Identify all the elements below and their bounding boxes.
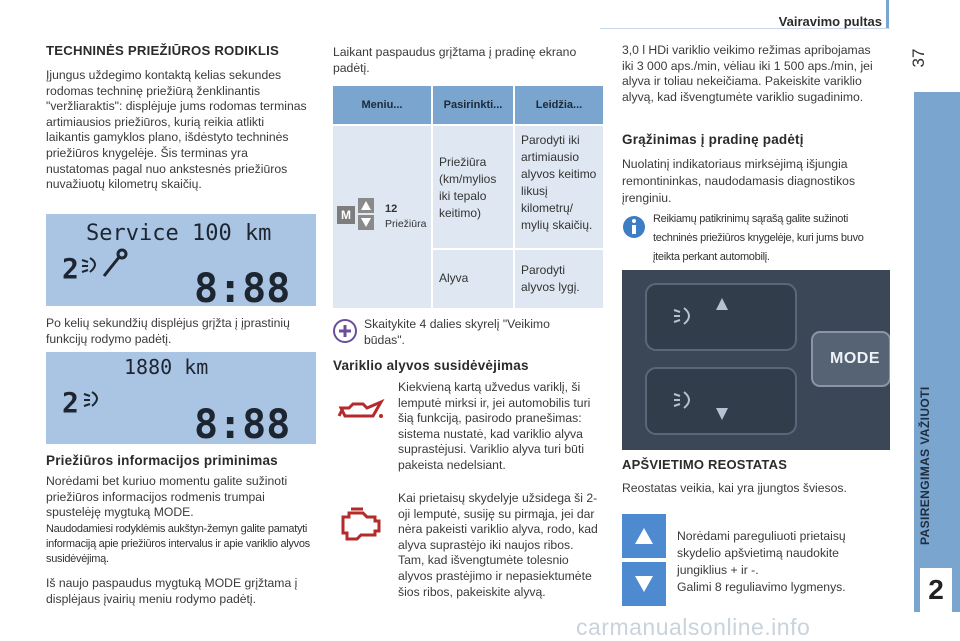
table-header: Pasirinkti... (433, 86, 513, 124)
menu-table: Meniu... Pasirinkti... Leidžia... M 12 P… (333, 86, 603, 308)
triangle-down-icon (635, 576, 653, 592)
lcd-clock: 8:88 (194, 266, 290, 306)
para-service-intro: Įjungus uždegimo kontaktą kelias sekunde… (46, 68, 307, 192)
para-rheostat-adjust: Norėdami pareguliuoti prietaisų skydelio… (677, 529, 846, 577)
table-header: Leidžia... (515, 86, 603, 124)
headlamp-icon (83, 391, 98, 407)
menu-label: Priežiūra (385, 218, 427, 230)
m-key-icon: M (337, 206, 355, 224)
header-accent-line (886, 0, 889, 28)
page-number: 37 (909, 48, 928, 68)
section-title: Vairavimo pultas (778, 14, 882, 29)
para-hdi-limit: 3,0 l HDi variklio veikimo režimas aprib… (622, 43, 873, 104)
para-mode-return: Iš naujo paspaudus mygtuką MODE grįžtama… (46, 576, 298, 606)
para-reference: Skaitykite 4 dalies skyrelį "Veikimo būd… (364, 317, 550, 347)
lcd-mileage-text: 1880 km (124, 355, 208, 379)
lcd-display-service: Service 100 km 2 8:88 (46, 214, 316, 306)
table-cell-select: Alyva (433, 250, 513, 308)
plus-reference-icon (333, 319, 357, 343)
arrow-up-icon (358, 198, 374, 213)
table-header: Meniu... (333, 86, 431, 124)
chapter-side-tab (914, 92, 960, 612)
triangle-up-icon (635, 528, 653, 544)
heading-reminder: Priežiūros informacijos priminimas (46, 453, 278, 468)
para-arrows: Naudodamiesi rodyklėmis aukštyn-žemyn ga… (46, 523, 310, 565)
para-rheostat: Reostatas veikia, kai yra įjungtos švies… (622, 481, 847, 495)
header-rule (600, 28, 890, 29)
chapter-side-label: PASIRENGIMAS VAŽIUOTI (918, 386, 932, 545)
arrow-down-icon (358, 215, 374, 230)
chapter-number: 2 (920, 568, 952, 612)
table-body: M 12 Priežiūra Priežiūra (km/mylios iki … (333, 126, 603, 308)
engine-warning-icon (337, 505, 383, 541)
para-info-note: Reikiamų patikrinimų sąrašą galite sužin… (653, 213, 864, 263)
svg-text:2: 2 (62, 252, 79, 285)
watermark: carmanualsonline.info (576, 614, 811, 640)
table-cell-allows: Parodyti alyvos lygį. (515, 250, 603, 308)
table-header-row: Meniu... Pasirinkti... Leidžia... (333, 86, 603, 124)
mode-button-label: MODE (830, 350, 880, 367)
table-cell-select: Priežiūra (km/mylios iki tepalo keitimo) (433, 126, 513, 248)
para-reset: Nuolatinį indikatoriaus mirksėjimą išjun… (622, 157, 856, 205)
table-cell-allows: Parodyti iki artimiausio alyvos keitimo … (515, 126, 603, 248)
headlamp-icon (81, 257, 96, 273)
table-cell-menu: M 12 Priežiūra (333, 126, 431, 308)
heading-service-indicator: TECHNINĖS PRIEŽIŪROS RODIKLIS (46, 43, 279, 58)
brightness-down-button (622, 562, 666, 606)
menu-number: 12 (385, 203, 398, 215)
para-reminder: Norėdami bet kuriuo momentu galite sužin… (46, 474, 288, 520)
heading-rheostat: APŠVIETIMO REOSTATAS (622, 457, 788, 472)
lcd-clock: 8:88 (194, 402, 290, 444)
info-icon (622, 214, 646, 240)
para-return-normal: Po kelių sekundžių displėjus grįžta į įp… (46, 316, 290, 346)
oil-can-icon (337, 396, 387, 426)
para-engine-warning: Kai prietaisų skydelyje užsidega ši 2-oj… (398, 491, 598, 599)
heading-reset: Grąžinimas į pradinę padėtį (622, 132, 804, 147)
para-oil-wear: Kiekvieną kartą užvedus variklį, ši lemp… (398, 380, 591, 472)
para-hold-return: Laikant paspaudus grįžtama į pradinę ekr… (333, 45, 577, 75)
mode-button-photo: MODE (622, 270, 891, 450)
heading-oil-wear: Variklio alyvos susidėvėjimas (333, 358, 529, 373)
lcd-display-mileage: 1880 km 2 8:88 (46, 352, 316, 444)
svg-text:2: 2 (62, 386, 79, 419)
wrench-icon (102, 248, 128, 277)
lcd-service-text: Service 100 km (86, 221, 271, 246)
para-rheostat-levels: Galimi 8 reguliavimo lygmenys. (677, 580, 846, 594)
brightness-up-button (622, 514, 666, 558)
